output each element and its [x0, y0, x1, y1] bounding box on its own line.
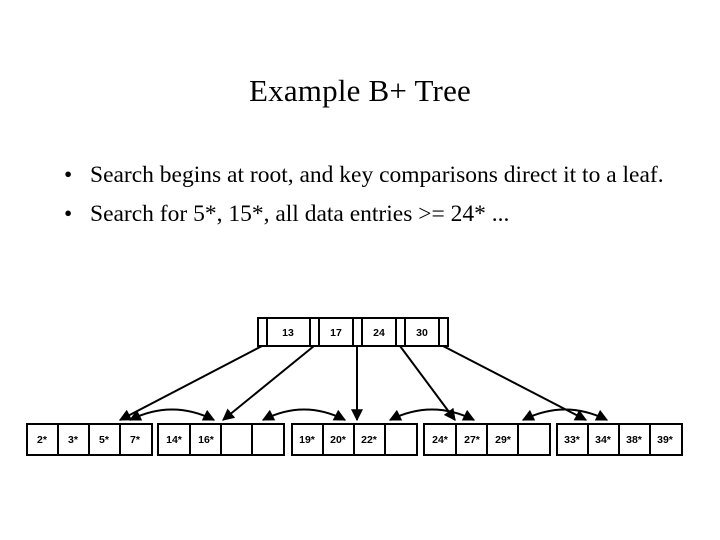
leaf-node-2: 14* 16* — [157, 423, 285, 456]
leaf-entry: 29* — [495, 434, 512, 446]
root-key: 24 — [373, 327, 385, 339]
sibling-link-1 — [128, 408, 216, 421]
leaf-entry: 5* — [99, 434, 110, 446]
leaf-entry: 2* — [37, 434, 48, 446]
root-key: 13 — [282, 327, 294, 339]
leaf-entry: 7* — [130, 434, 141, 446]
list-item: • Search begins at root, and key compari… — [56, 160, 676, 190]
leaf-node-5: 33* 34* 38* 39* — [556, 423, 683, 456]
b-plus-tree-diagram: 13 17 24 30 — [0, 300, 720, 480]
leaf-entry: 38* — [626, 434, 643, 446]
leaf-node-3: 19* 20* 22* — [291, 423, 418, 456]
leaf-node-1: 2* 3* 5* 7* — [26, 423, 153, 456]
bullet-text: Search for 5*, 15*, all data entries >= … — [90, 201, 510, 227]
leaf-entry: 22* — [361, 434, 378, 446]
pointer-arrow-4 — [399, 345, 456, 421]
bullet-list: • Search begins at root, and key compari… — [56, 160, 676, 238]
leaf-entry: 3* — [68, 434, 79, 446]
sibling-link-2 — [261, 408, 347, 421]
tree-svg: 13 17 24 30 — [26, 317, 683, 456]
root-node: 13 17 24 30 — [257, 317, 449, 347]
sibling-link-4 — [521, 408, 609, 421]
pointer-arrow-5 — [442, 345, 588, 421]
leaf-entry: 24* — [432, 434, 449, 446]
leaf-entry: 20* — [330, 434, 347, 446]
leaf-entry: 34* — [595, 434, 612, 446]
page-title: Example B+ Tree — [249, 73, 471, 108]
bullet-dot-icon: • — [64, 162, 73, 188]
sibling-links — [128, 408, 609, 421]
bullet-text: Search begins at root, and key compariso… — [90, 162, 664, 188]
leaf-entry: 27* — [464, 434, 481, 446]
bullet-dot-icon: • — [64, 201, 73, 227]
leaf-entry: 19* — [299, 434, 316, 446]
leaf-entry: 39* — [657, 434, 674, 446]
pointer-arrow-2 — [222, 345, 315, 421]
root-key: 17 — [330, 327, 342, 339]
list-item: • Search for 5*, 15*, all data entries >… — [56, 199, 676, 229]
sibling-link-3 — [388, 408, 476, 421]
root-key: 30 — [416, 327, 428, 339]
pointer-arrow-1 — [118, 345, 263, 421]
leaf-node-4: 24* 27* 29* — [423, 423, 551, 456]
leaf-entry: 14* — [166, 434, 183, 446]
leaf-entry: 33* — [564, 434, 581, 446]
root-to-leaf-pointers — [118, 345, 588, 422]
leaf-entry: 16* — [198, 434, 215, 446]
